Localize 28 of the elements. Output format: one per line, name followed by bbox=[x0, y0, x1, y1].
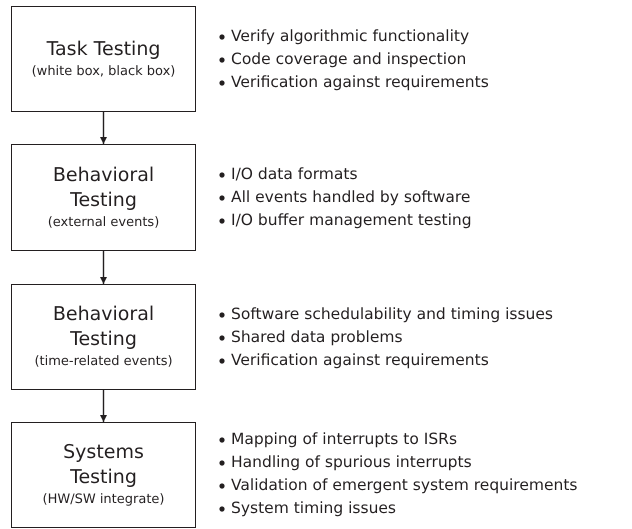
arrow bbox=[100, 390, 107, 422]
bullet-item: Code coverage and inspection bbox=[231, 50, 466, 68]
bullet-item: All events handled by software bbox=[231, 188, 470, 206]
bullet-item: System timing issues bbox=[231, 499, 396, 517]
box-subtitle: (time-related events) bbox=[34, 353, 173, 371]
arrow bbox=[100, 251, 107, 284]
process-box bbox=[11, 422, 196, 528]
bullet-item: Verification against requirements bbox=[231, 73, 489, 91]
bullet-item: Software schedulability and timing issues bbox=[231, 305, 553, 323]
box-subtitle: (external events) bbox=[48, 214, 160, 232]
bullet-item: I/O data formats bbox=[231, 165, 358, 183]
process-box bbox=[11, 144, 196, 251]
bullet-item: I/O buffer management testing bbox=[231, 211, 472, 229]
bullet-item: Shared data problems bbox=[231, 328, 403, 346]
box-title: Behavioral Testing bbox=[52, 162, 156, 212]
box-subtitle: (HW/SW integrate) bbox=[42, 491, 164, 509]
process-box bbox=[11, 6, 196, 112]
bullet-item: Validation of emergent system requirements bbox=[231, 476, 578, 494]
arrow bbox=[100, 112, 107, 144]
box-title: Systems Testing bbox=[62, 440, 145, 490]
box-subtitle: (white box, black box) bbox=[32, 62, 176, 80]
box-title: Task Testing bbox=[46, 36, 162, 62]
box-title: Behavioral Testing bbox=[52, 302, 156, 352]
bullet-item: Handling of spurious interrupts bbox=[231, 453, 472, 471]
bullet-item: Verify algorithmic functionality bbox=[231, 27, 470, 45]
bullet-item: Verification against requirements bbox=[231, 351, 489, 369]
bullet-item: Mapping of interrupts to ISRs bbox=[231, 430, 458, 448]
process-box bbox=[11, 284, 196, 390]
